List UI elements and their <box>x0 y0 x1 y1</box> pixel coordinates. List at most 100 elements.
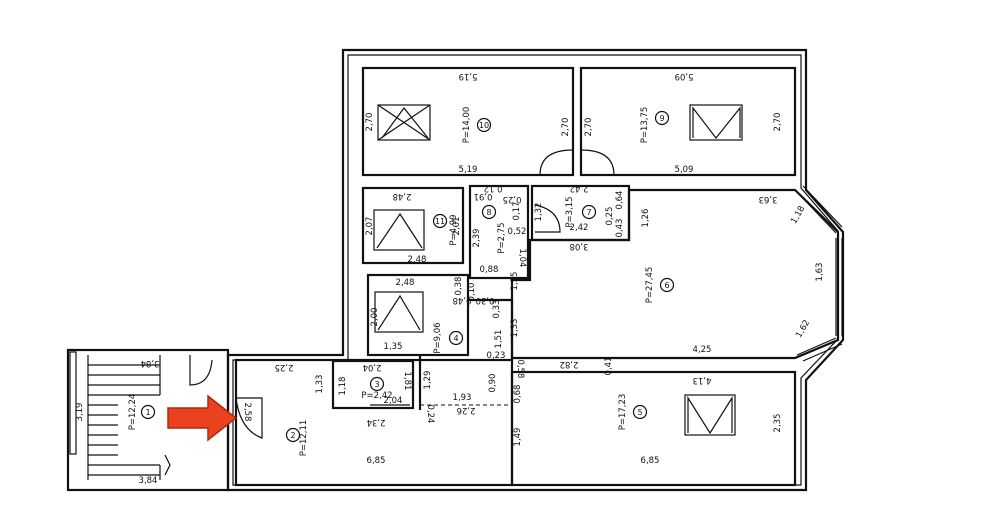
room-4-number: 4 <box>453 334 458 343</box>
dim-label: 2,48 <box>408 255 427 265</box>
room-10-area: P=14,00 <box>462 107 472 144</box>
dim-label: 2,58 <box>242 403 252 422</box>
room-6-number: 6 <box>664 281 669 290</box>
room-5-area: P=17,23 <box>618 394 628 431</box>
dim-label: 0,48 <box>453 295 472 305</box>
dim-label: 4,25 <box>693 345 712 355</box>
room-5-number: 5 <box>637 408 642 417</box>
dim-label: 1,93 <box>453 393 472 403</box>
dim-label: 6,85 <box>367 456 386 466</box>
dim-label: 2,70 <box>561 118 571 137</box>
dim-label: 1,33 <box>315 375 325 394</box>
dim-label: 0,58 <box>515 360 525 379</box>
dim-label: 2,42 <box>570 223 589 233</box>
room-8-walls <box>468 184 530 280</box>
room-11-number: 11 <box>435 217 445 226</box>
room-2-area: P=12,11 <box>299 420 309 457</box>
dim-label: 3,19 <box>75 403 85 422</box>
dim-label: 1,35 <box>384 342 403 352</box>
dim-label: 0,25 <box>503 194 522 204</box>
dim-label: 2,48 <box>396 278 415 288</box>
dim-label: 5,09 <box>675 165 694 175</box>
dim-label: 2,00 <box>370 308 380 327</box>
dim-label: 1,32 <box>534 203 544 222</box>
dim-label: 1,18 <box>789 204 807 225</box>
window-cross-icon <box>796 185 843 362</box>
dim-label: 0,64 <box>615 191 625 210</box>
room-1-area: P=12,24 <box>128 394 138 431</box>
room-2-number: 2 <box>290 431 295 440</box>
dim-label: 1,49 <box>513 428 523 447</box>
dim-label: 2,82 <box>560 359 579 369</box>
dim-label: 5,09 <box>675 71 694 81</box>
dim-label: 0,17 <box>512 202 522 221</box>
window-cross-icon <box>373 209 425 251</box>
room-9-number: 9 <box>659 114 664 123</box>
room-8-number: 8 <box>486 208 491 217</box>
room-10-walls <box>361 66 575 177</box>
entrance-arrow-icon <box>167 394 238 442</box>
dim-label: 4,13 <box>693 375 712 385</box>
dim-label: 2,70 <box>773 113 783 132</box>
room-7-area: P=3,15 <box>565 196 575 227</box>
dim-label: 0,38 <box>454 277 464 296</box>
room-7-number: 7 <box>586 208 591 217</box>
room-9-walls <box>579 66 797 177</box>
dim-label: 0,43 <box>615 219 625 238</box>
dim-label: 0,24 <box>425 405 435 424</box>
room-9-area: P=13,75 <box>640 107 650 144</box>
room-6-walls <box>510 188 840 360</box>
window-cross-icon <box>377 104 431 141</box>
dim-label: 2,35 <box>773 414 783 433</box>
dim-label: 0,10 <box>467 283 477 302</box>
dim-label: 0,91 <box>474 191 493 201</box>
dim-label: 2,07 <box>365 217 375 236</box>
dim-label: 6,85 <box>641 456 660 466</box>
dim-label: 5,19 <box>459 165 478 175</box>
dim-label: 0,68 <box>513 385 523 404</box>
dim-label: 1,55 <box>510 272 520 291</box>
dim-label: 2,25 <box>275 362 294 372</box>
dim-label: 0,52 <box>508 227 527 237</box>
room-3-walls <box>331 359 415 410</box>
dim-label: 2,70 <box>365 113 375 132</box>
room-6-area: P=27,45 <box>645 267 655 304</box>
room-5-walls <box>510 370 797 487</box>
dim-label: 2,42 <box>570 183 589 193</box>
stair-icon <box>87 355 171 480</box>
window-cross-icon <box>374 291 424 333</box>
dim-label: 3,84 <box>139 476 158 486</box>
window-cross-icon <box>684 394 736 436</box>
dim-label: 2,01 <box>452 217 462 236</box>
dim-label: 2,39 <box>472 229 482 248</box>
room-4-inner <box>366 273 470 357</box>
dim-label: 3,63 <box>759 194 778 204</box>
dim-label: 0,90 <box>488 374 498 393</box>
dim-label: 0,30 <box>476 295 495 305</box>
dim-label: 2,04 <box>363 362 382 372</box>
dim-label: 2,26 <box>457 405 476 415</box>
room-1-number: 1 <box>145 408 150 417</box>
dim-label: 0,23 <box>487 351 506 361</box>
dim-label: 1,62 <box>794 318 812 339</box>
dim-label: 1,18 <box>338 377 348 396</box>
dim-label: 1,81 <box>402 372 412 391</box>
room-4-area: P=9,06 <box>433 322 443 353</box>
dim-label: 2,48 <box>393 191 412 201</box>
dim-label: 1,04 <box>517 249 527 268</box>
room-3-area: P=2,42 <box>361 391 392 401</box>
dim-label: 0,41 <box>604 357 614 376</box>
dim-label: 0,25 <box>605 207 615 226</box>
dim-label: 5,19 <box>459 71 478 81</box>
window-cross-icon <box>689 104 743 141</box>
dim-label: 1,29 <box>423 371 433 390</box>
dim-label: 2,34 <box>367 417 386 427</box>
room-10-number: 10 <box>479 121 489 130</box>
dim-label: 0,33 <box>492 300 502 319</box>
room-3-number: 3 <box>374 380 379 389</box>
dim-label: 2,70 <box>584 118 594 137</box>
room-11-walls <box>361 186 465 265</box>
dim-label: 0,88 <box>480 265 499 275</box>
dim-label: 1,63 <box>815 263 825 282</box>
